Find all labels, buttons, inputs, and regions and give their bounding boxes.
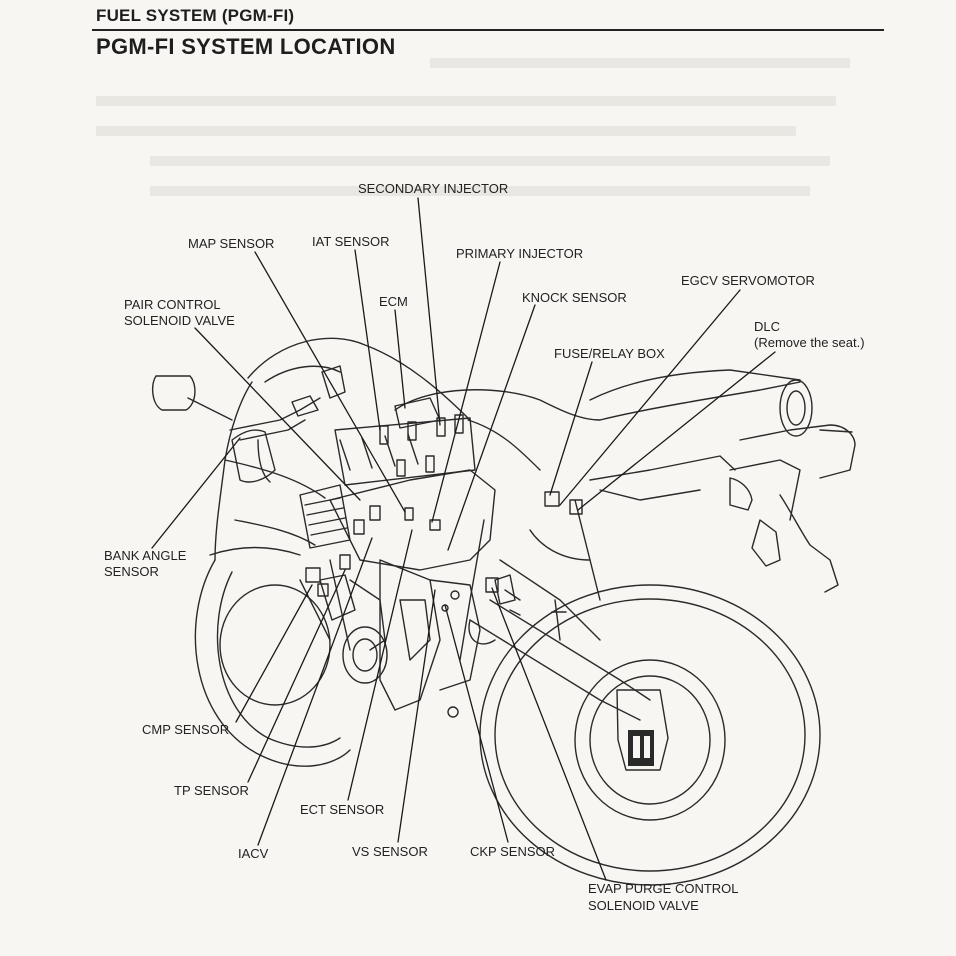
label-ckp-sensor: CKP SENSOR — [470, 844, 556, 859]
label-iat-sensor: IAT SENSOR — [312, 234, 390, 249]
rear-wheel — [479, 584, 821, 886]
label-dlc: DLC — [754, 319, 781, 334]
leader-knock-sensor — [447, 304, 536, 551]
bleed-through-line — [96, 126, 796, 136]
engine — [299, 469, 521, 718]
leader-egcv — [559, 289, 741, 506]
label-iacv: IACV — [238, 846, 269, 861]
leader-secondary-injector — [417, 197, 441, 426]
leader-iacv — [257, 537, 373, 846]
label-primary-injector: PRIMARY INJECTOR — [456, 246, 584, 261]
label-pair-line2: SOLENOID VALVE — [124, 313, 235, 328]
bleed-through-line — [96, 96, 836, 106]
label-bank-line2: SENSOR — [104, 564, 159, 579]
label-bank-line1: BANK ANGLE — [104, 548, 187, 563]
leader-ect-sensor — [347, 529, 413, 801]
label-secondary-injector: SECONDARY INJECTOR — [358, 181, 509, 196]
label-map-sensor: MAP SENSOR — [188, 236, 275, 251]
page-title: PGM-FI SYSTEM LOCATION — [96, 34, 396, 59]
leader-ckp-sensor — [444, 604, 509, 843]
label-egcv-servomotor: EGCV SERVOMOTOR — [681, 273, 815, 288]
leader-pair-valve — [194, 327, 361, 501]
label-dlc-note: (Remove the seat.) — [754, 335, 865, 350]
label-cmp-sensor: CMP SENSOR — [142, 722, 230, 737]
label-evap-line1: EVAP PURGE CONTROL — [588, 881, 739, 896]
bleed-through-line — [150, 156, 830, 166]
label-fuse-relay-box: FUSE/RELAY BOX — [554, 346, 665, 361]
leader-tp-sensor — [247, 569, 346, 783]
label-ecm: ECM — [379, 294, 408, 309]
bleed-through-line — [430, 58, 850, 68]
bleed-through-line — [150, 186, 810, 196]
leader-iat-sensor — [354, 249, 381, 431]
frame-swingarm — [459, 499, 651, 721]
label-pair-line1: PAIR CONTROL — [124, 297, 221, 312]
label-evap-line2: SOLENOID VALVE — [588, 898, 699, 913]
leader-bank-angle — [151, 437, 241, 549]
front-wheel — [194, 559, 388, 767]
label-vs-sensor: VS SENSOR — [352, 844, 428, 859]
leader-evap-valve — [491, 587, 607, 881]
leader-dlc — [577, 351, 776, 511]
tank-and-tail — [394, 369, 856, 593]
leader-primary-injector — [431, 261, 501, 523]
header-rule — [92, 29, 884, 31]
handlebar — [229, 365, 346, 483]
label-tp-sensor: TP SENSOR — [174, 783, 249, 798]
leader-ecm — [394, 309, 406, 409]
leader-vs-sensor — [397, 589, 436, 843]
label-knock-sensor: KNOCK SENSOR — [522, 290, 627, 305]
label-ect-sensor: ECT SENSOR — [300, 802, 385, 817]
mirror — [151, 375, 233, 421]
leader-map-sensor — [254, 251, 406, 513]
front-fairing — [209, 337, 471, 561]
throttle-bodies — [305, 397, 583, 597]
leader-fuse-relay — [549, 361, 593, 496]
section-title: FUEL SYSTEM (PGM-FI) — [96, 6, 295, 25]
leader-cmp-sensor — [235, 584, 313, 723]
